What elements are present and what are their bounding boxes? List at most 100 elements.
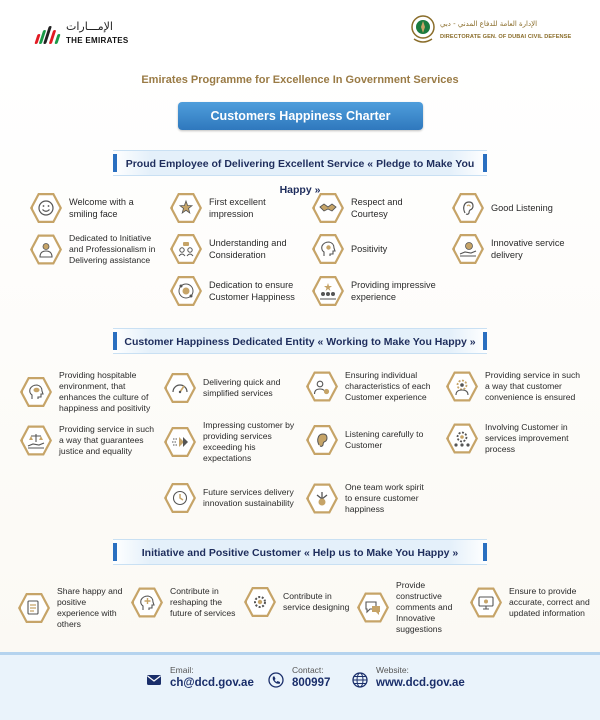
item-label: First excellent impression (209, 197, 266, 219)
civil-defense-logo: الإدارة العامة للدفاع المدني - دبي DIREC… (410, 12, 580, 52)
section-3-heading: Initiative and Positive Customer « Help … (113, 539, 487, 565)
item-label: Contribute in reshaping the future of se… (170, 586, 236, 618)
pledge-item: Welcome with a smiling face (30, 192, 160, 224)
email-value[interactable]: ch@dcd.gov.ae (170, 677, 254, 689)
entity-item: Providing service in such a way that cus… (446, 370, 591, 403)
smile-icon (30, 192, 62, 224)
item-label: Good Listening (491, 203, 553, 213)
website-contact[interactable]: Website: www.dcd.gov.ae (352, 664, 465, 691)
pledge-item: Dedication to ensure Customer Happiness (170, 275, 305, 307)
entity-item: Delivering quick and simplified services (164, 372, 304, 404)
emirates-logo-english: THE EMIRATES (66, 36, 129, 45)
positive-head-icon (312, 233, 344, 265)
customer-item: Ensure to provide accurate, correct and … (470, 586, 595, 619)
share-doc-icon (18, 592, 50, 624)
handshake-icon (312, 192, 344, 224)
pledge-item: Innovative service delivery (452, 233, 587, 265)
item-label: Involving Customer in services improveme… (485, 422, 569, 454)
programme-title: Emirates Programme for Excellence In Gov… (141, 74, 459, 86)
contact-value[interactable]: 800997 (292, 677, 331, 689)
brain-head-icon (20, 376, 52, 408)
entity-item: Ensuring individual characteristics of e… (306, 370, 446, 403)
entity-item: Providing service in such a way that gua… (20, 424, 160, 457)
person-gear-icon (446, 371, 478, 402)
ear-listen-icon (306, 424, 338, 456)
email-label: Email: (170, 665, 194, 675)
idea-head-icon (131, 587, 163, 618)
entity-item: Impressing customer by providing service… (164, 420, 304, 464)
civil-defense-arabic: الإدارة العامة للدفاع المدني - دبي (440, 20, 538, 28)
emirates-logo: الإمـــارات THE EMIRATES (34, 18, 146, 50)
customer-item: Contribute in service designing (244, 586, 359, 618)
item-label: Ensure to provide accurate, correct and … (509, 586, 590, 618)
team-hands-icon (306, 483, 338, 514)
item-label: Positivity (351, 244, 388, 254)
contact-label: Contact: (292, 665, 324, 675)
pledge-item: Providing impressive experience (312, 275, 447, 307)
item-label: Dedicated to Initiative and Professional… (69, 233, 156, 265)
item-label: Provide constructive comments and Innova… (396, 580, 453, 634)
fast-forward-icon (164, 426, 196, 458)
email-contact[interactable]: Email: ch@dcd.gov.ae (146, 664, 254, 691)
entity-item: Listening carefully to Customer (306, 424, 446, 456)
justice-hand-icon (20, 425, 52, 456)
emirates-logo-arabic: الإمـــارات (66, 20, 113, 33)
customer-item: Provide constructive comments and Innova… (357, 580, 472, 635)
pledge-item: Good Listening (452, 192, 582, 224)
customer-item: Share happy and positive experience with… (18, 586, 133, 630)
item-label: Providing hospitable environment, that e… (59, 370, 151, 413)
item-label: Share happy and positive experience with… (57, 586, 123, 629)
ear-icon (452, 192, 484, 224)
item-label: Understanding and Consideration (209, 238, 287, 260)
phone-contact[interactable]: Contact: 800997 (268, 664, 330, 691)
item-label: Dedication to ensure Customer Happiness (209, 280, 295, 302)
speed-icon (164, 372, 196, 404)
people-talk-icon (170, 233, 202, 265)
section-2-heading: Customer Happiness Dedicated Entity « Wo… (113, 328, 487, 354)
entity-item: Providing hospitable environment, that e… (20, 370, 160, 414)
item-label: Respect and Courtesy (351, 197, 403, 219)
item-label: Contribute in service designing (283, 591, 350, 612)
header: الإمـــارات THE EMIRATES الإدارة العامة … (0, 0, 600, 62)
item-label: Listening carefully to Customer (345, 429, 424, 450)
globe-icon (352, 672, 368, 688)
customer-item: Contribute in reshaping the future of se… (131, 586, 246, 619)
website-label: Website: (376, 665, 409, 675)
entity-item: Future services delivery innovation sust… (164, 482, 304, 514)
pledge-item: Positivity (312, 233, 442, 265)
comments-icon (357, 592, 389, 623)
pledge-item: Respect and Courtesy (312, 192, 442, 224)
footer (0, 652, 600, 720)
professional-icon (30, 234, 62, 265)
item-label: Ensuring individual characteristics of e… (345, 370, 431, 402)
section-1-heading: Proud Employee of Delivering Excellent S… (113, 150, 487, 196)
item-label: Providing impressive experience (351, 280, 436, 302)
email-icon (147, 675, 161, 685)
item-label: Welcome with a smiling face (69, 197, 134, 219)
charter-title-badge: Customers Happiness Charter (178, 102, 423, 130)
bulb-hand-icon (452, 233, 484, 265)
entity-item: One team work spirit to ensure customer … (306, 482, 446, 515)
website-value[interactable]: www.dcd.gov.ae (376, 677, 465, 689)
pledge-item: Understanding and Consideration (170, 233, 300, 265)
civil-defense-english: DIRECTORATE GEN. OF DUBAI CIVIL DEFENSE (440, 34, 572, 40)
gear-people-icon (446, 423, 478, 454)
item-label: Future services delivery innovation sust… (203, 487, 294, 508)
design-gear-icon (244, 586, 276, 618)
pledge-item: Dedicated to Initiative and Professional… (30, 233, 165, 266)
happy-faces-icon (170, 275, 202, 307)
stars-group-icon (312, 275, 344, 307)
star-hand-icon (170, 192, 202, 224)
item-label: Impressing customer by providing service… (203, 420, 295, 463)
civil-defense-emblem-icon (411, 15, 435, 43)
emirates-logo-icon (34, 24, 62, 48)
future-icon (164, 482, 196, 514)
person-settings-icon (306, 371, 338, 402)
item-label: Innovative service delivery (491, 238, 565, 260)
item-label: Providing service in such a way that gua… (59, 424, 155, 456)
item-label: Delivering quick and simplified services (203, 377, 281, 398)
pledge-item: First excellent impression (170, 192, 300, 224)
item-label: Providing service in such a way that cus… (485, 370, 581, 402)
item-label: One team work spirit to ensure customer … (345, 482, 424, 514)
info-screen-icon (470, 587, 502, 618)
